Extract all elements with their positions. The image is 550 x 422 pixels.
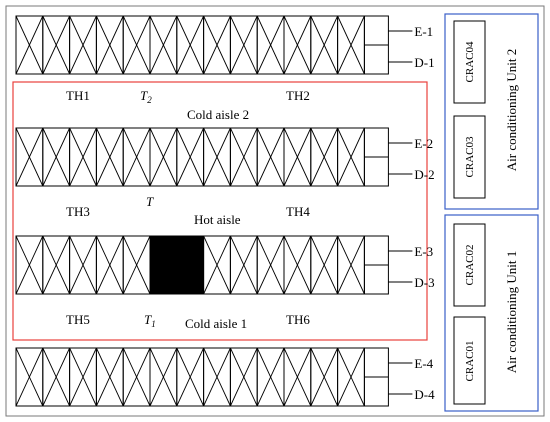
sensor-th4: TH4 bbox=[286, 204, 310, 219]
aisle-label-hot: Hot aisle bbox=[194, 212, 241, 227]
cabinet-cross-line bbox=[256, 235, 285, 295]
cabinet-cross-line bbox=[310, 235, 339, 295]
cabinet-cross-line bbox=[283, 127, 312, 187]
ac-unit-2-label: Air conditioning Unit 2 bbox=[504, 49, 519, 171]
cabinet-cross-line bbox=[95, 235, 124, 295]
cabinet-cross-line bbox=[42, 15, 71, 75]
row-4-e-label: E-4 bbox=[414, 356, 433, 371]
sensor-th5: TH5 bbox=[66, 312, 90, 327]
ac-unit-1-label: Air conditioning Unit 1 bbox=[504, 251, 519, 373]
sensor-t2: T2 bbox=[140, 88, 152, 105]
row-3-d-label: D-3 bbox=[414, 275, 434, 290]
sensor-th6: TH6 bbox=[286, 312, 310, 327]
ac-unit-2-border bbox=[444, 13, 539, 210]
row-3-e-label: E-3 bbox=[414, 244, 433, 259]
aisle-region-border bbox=[12, 81, 428, 341]
rack-cabinet-occupied bbox=[176, 235, 205, 295]
cabinet-cross-line bbox=[337, 15, 365, 75]
cabinet-cross-line bbox=[283, 235, 312, 295]
cabinet-cross-line bbox=[229, 235, 258, 295]
cabinet-cross-line bbox=[256, 347, 285, 407]
sensor-t1: T1 bbox=[144, 312, 156, 329]
row-4-d-label: D-4 bbox=[414, 387, 435, 402]
crac03-box bbox=[453, 115, 486, 199]
cabinet-cross-line bbox=[176, 127, 205, 187]
cabinet-cross-line bbox=[283, 15, 312, 75]
row-2-d-label: D-2 bbox=[414, 167, 434, 182]
cabinet-cross-line bbox=[42, 235, 71, 295]
cabinet-cross-line bbox=[176, 347, 205, 407]
crac03-label: CRAC03 bbox=[464, 136, 476, 177]
sensor-th2: TH2 bbox=[286, 88, 310, 103]
cabinet-cross-line bbox=[229, 347, 258, 407]
cabinet-cross-line bbox=[95, 127, 124, 187]
cabinet-cross-line bbox=[337, 127, 365, 187]
cabinet-cross-line bbox=[95, 347, 124, 407]
row-1-d-label: D-1 bbox=[414, 55, 434, 70]
crac04-label: CRAC04 bbox=[464, 41, 476, 82]
rack-row-2: E-2D-2 bbox=[15, 127, 435, 187]
rack-row-4: E-4D-4 bbox=[15, 347, 435, 407]
cabinet-cross-line bbox=[149, 15, 178, 75]
cabinet-cross-line bbox=[176, 15, 205, 75]
cabinet-cross-line bbox=[337, 235, 365, 295]
row-1-e-label: E-1 bbox=[414, 24, 433, 39]
ac-unit-1-border bbox=[444, 214, 539, 412]
aisle-label-cold-2: Cold aisle 2 bbox=[187, 107, 249, 122]
cabinet-cross-line bbox=[122, 127, 151, 187]
crac01-label: CRAC01 bbox=[464, 341, 476, 382]
rack-row-1: E-1D-1 bbox=[15, 15, 435, 75]
cabinet-cross-line bbox=[69, 15, 97, 75]
cabinet-cross-line bbox=[203, 15, 231, 75]
cabinet-cross-line bbox=[203, 127, 231, 187]
cabinet-cross-line bbox=[229, 127, 258, 187]
cabinet-cross-line bbox=[42, 347, 71, 407]
cabinet-cross-line bbox=[122, 347, 151, 407]
cabinet-cross-line bbox=[15, 15, 44, 75]
cabinet-cross-line bbox=[15, 235, 44, 295]
sensor-t: T bbox=[146, 194, 154, 209]
cabinet-cross-line bbox=[256, 127, 285, 187]
cabinet-cross-line bbox=[69, 235, 97, 295]
cabinet-cross-line bbox=[256, 15, 285, 75]
rack-cabinet-occupied bbox=[149, 235, 178, 295]
cabinet-cross-line bbox=[283, 347, 312, 407]
rack-rows: E-1D-1E-2D-2E-3D-3E-4D-4 bbox=[15, 15, 435, 407]
cabinet-cross-line bbox=[69, 347, 97, 407]
crac01-box bbox=[453, 316, 486, 405]
cabinet-cross-line bbox=[203, 347, 231, 407]
cabinet-cross-line bbox=[15, 347, 44, 407]
cabinet-cross-line bbox=[203, 235, 231, 295]
cabinet-cross-line bbox=[337, 347, 365, 407]
crac02-label: CRAC02 bbox=[464, 245, 476, 286]
cabinet-cross-line bbox=[310, 127, 339, 187]
cabinet-cross-line bbox=[229, 15, 258, 75]
crac04-box bbox=[453, 20, 486, 104]
cabinet-cross-line bbox=[69, 127, 97, 187]
cabinet-cross-line bbox=[122, 15, 151, 75]
cabinet-cross-line bbox=[149, 347, 178, 407]
cabinet-cross-line bbox=[310, 347, 339, 407]
cabinet-cross-line bbox=[310, 15, 339, 75]
row-2-e-label: E-2 bbox=[414, 136, 433, 151]
cabinet-cross-line bbox=[15, 127, 44, 187]
outer-frame bbox=[5, 5, 545, 417]
cabinet-cross-line bbox=[95, 15, 124, 75]
cabinet-cross-line bbox=[122, 235, 151, 295]
cabinet-cross-line bbox=[42, 127, 71, 187]
sensor-th3: TH3 bbox=[66, 204, 90, 219]
aisle-label-cold-1: Cold aisle 1 bbox=[185, 316, 247, 331]
sensor-th1: TH1 bbox=[66, 88, 90, 103]
crac02-box bbox=[453, 223, 486, 307]
cabinet-cross-line bbox=[149, 127, 178, 187]
rack-row-3: E-3D-3 bbox=[15, 235, 435, 295]
